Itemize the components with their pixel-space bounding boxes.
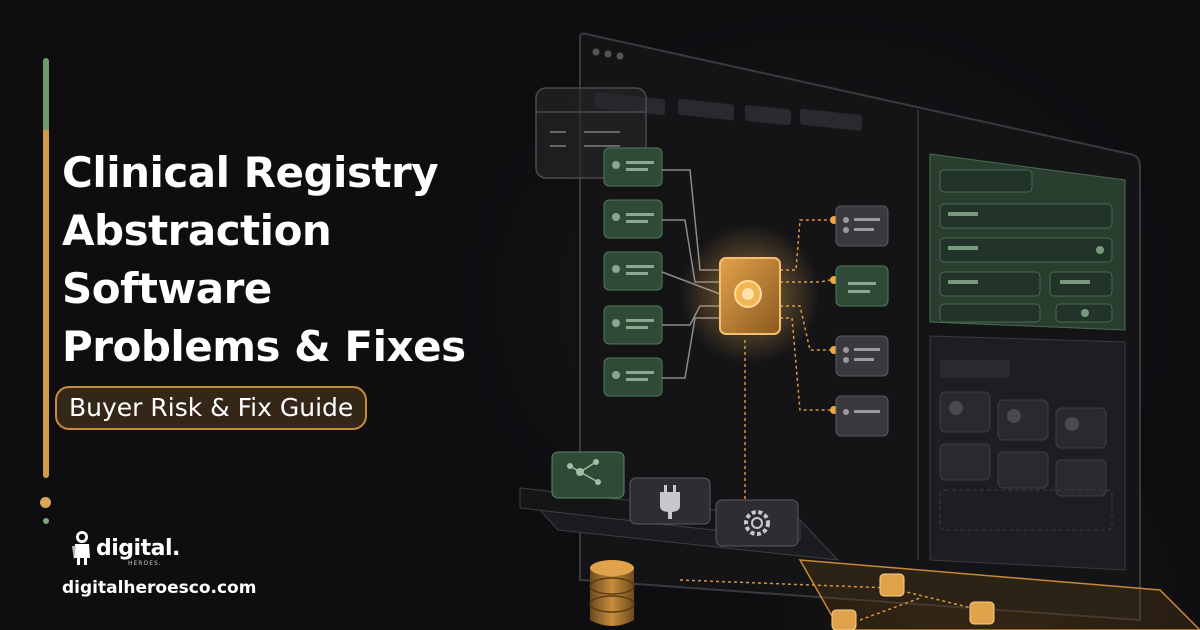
logo-subtext: HEROES. [128,560,162,567]
chip-icon [680,224,820,364]
software-illustration [518,32,1200,630]
logo-wordmark: digital. [96,535,180,561]
accent-bar [43,58,49,478]
title-line-4: Problems & Fixes [62,322,466,371]
workflow-panel [679,559,1200,630]
database-icon [589,560,635,626]
hero-mascot-icon [70,530,94,566]
accent-dot-orange [40,497,51,508]
page-title: Clinical Registry Abstraction Software P… [62,144,532,376]
card-grid-panel [929,335,1126,571]
plug-icon [629,477,711,525]
website-link[interactable]: digitalheroesco.com [62,578,257,598]
accent-dot-green [43,518,49,524]
form-panel [929,153,1126,331]
title-line-1: Clinical Registry [62,148,439,197]
brand-logo[interactable]: digital. [70,528,180,568]
output-nodes [830,205,889,437]
title-line-2: Abstraction [62,206,332,255]
gear-icon [715,499,799,547]
network-nodes-icon [551,451,625,499]
subtitle-badge: Buyer Risk & Fix Guide [55,386,368,430]
input-nodes [603,147,663,397]
title-line-3: Software [62,264,272,313]
